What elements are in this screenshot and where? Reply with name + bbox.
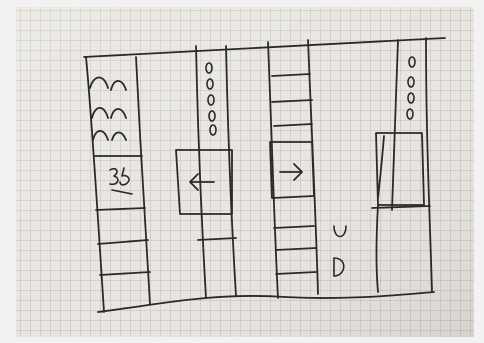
- photo: [0, 0, 484, 343]
